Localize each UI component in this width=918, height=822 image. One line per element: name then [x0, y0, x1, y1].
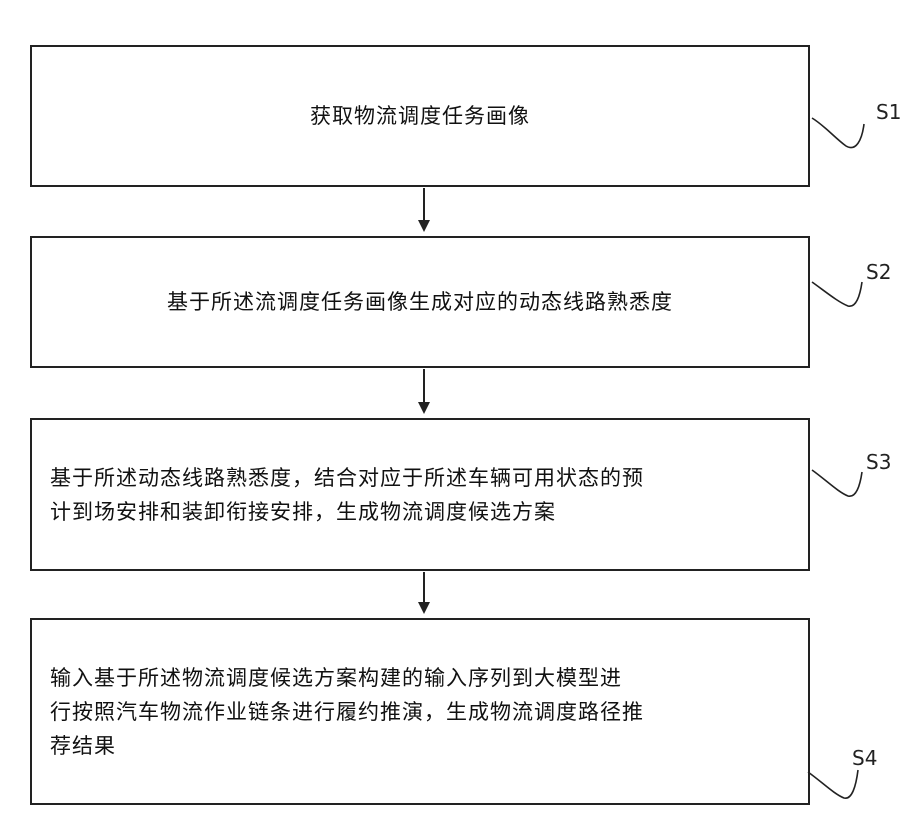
step-box-s2: 基于所述流调度任务画像生成对应的动态线路熟悉度: [30, 236, 810, 368]
step-label-s1: S1: [876, 100, 901, 124]
step-label-s2: S2: [866, 260, 891, 284]
leader-line-s2: [812, 282, 862, 306]
leader-line-s1: [812, 118, 864, 148]
step-box-s3: 基于所述动态线路熟悉度，结合对应于所述车辆可用状态的预 计到场安排和装卸衔接安排…: [30, 418, 810, 571]
flow-arrow-s2-s3: [418, 369, 430, 414]
step-text-s3: 基于所述动态线路熟悉度，结合对应于所述车辆可用状态的预 计到场安排和装卸衔接安排…: [50, 461, 790, 529]
flow-arrow-s3-s4: [418, 572, 430, 614]
flow-arrow-s1-s2: [418, 188, 430, 232]
step-text-s2: 基于所述流调度任务画像生成对应的动态线路熟悉度: [167, 285, 673, 319]
step-label-s4: S4: [852, 746, 877, 770]
step-label-s3: S3: [866, 450, 891, 474]
step-text-s1: 获取物流调度任务画像: [310, 99, 530, 133]
step-box-s4: 输入基于所述物流调度候选方案构建的输入序列到大模型进 行按照汽车物流作业链条进行…: [30, 618, 810, 805]
step-text-s4: 输入基于所述物流调度候选方案构建的输入序列到大模型进 行按照汽车物流作业链条进行…: [50, 661, 790, 763]
leader-line-s4: [808, 770, 858, 798]
step-box-s1: 获取物流调度任务画像: [30, 45, 810, 187]
leader-line-s3: [812, 470, 862, 496]
